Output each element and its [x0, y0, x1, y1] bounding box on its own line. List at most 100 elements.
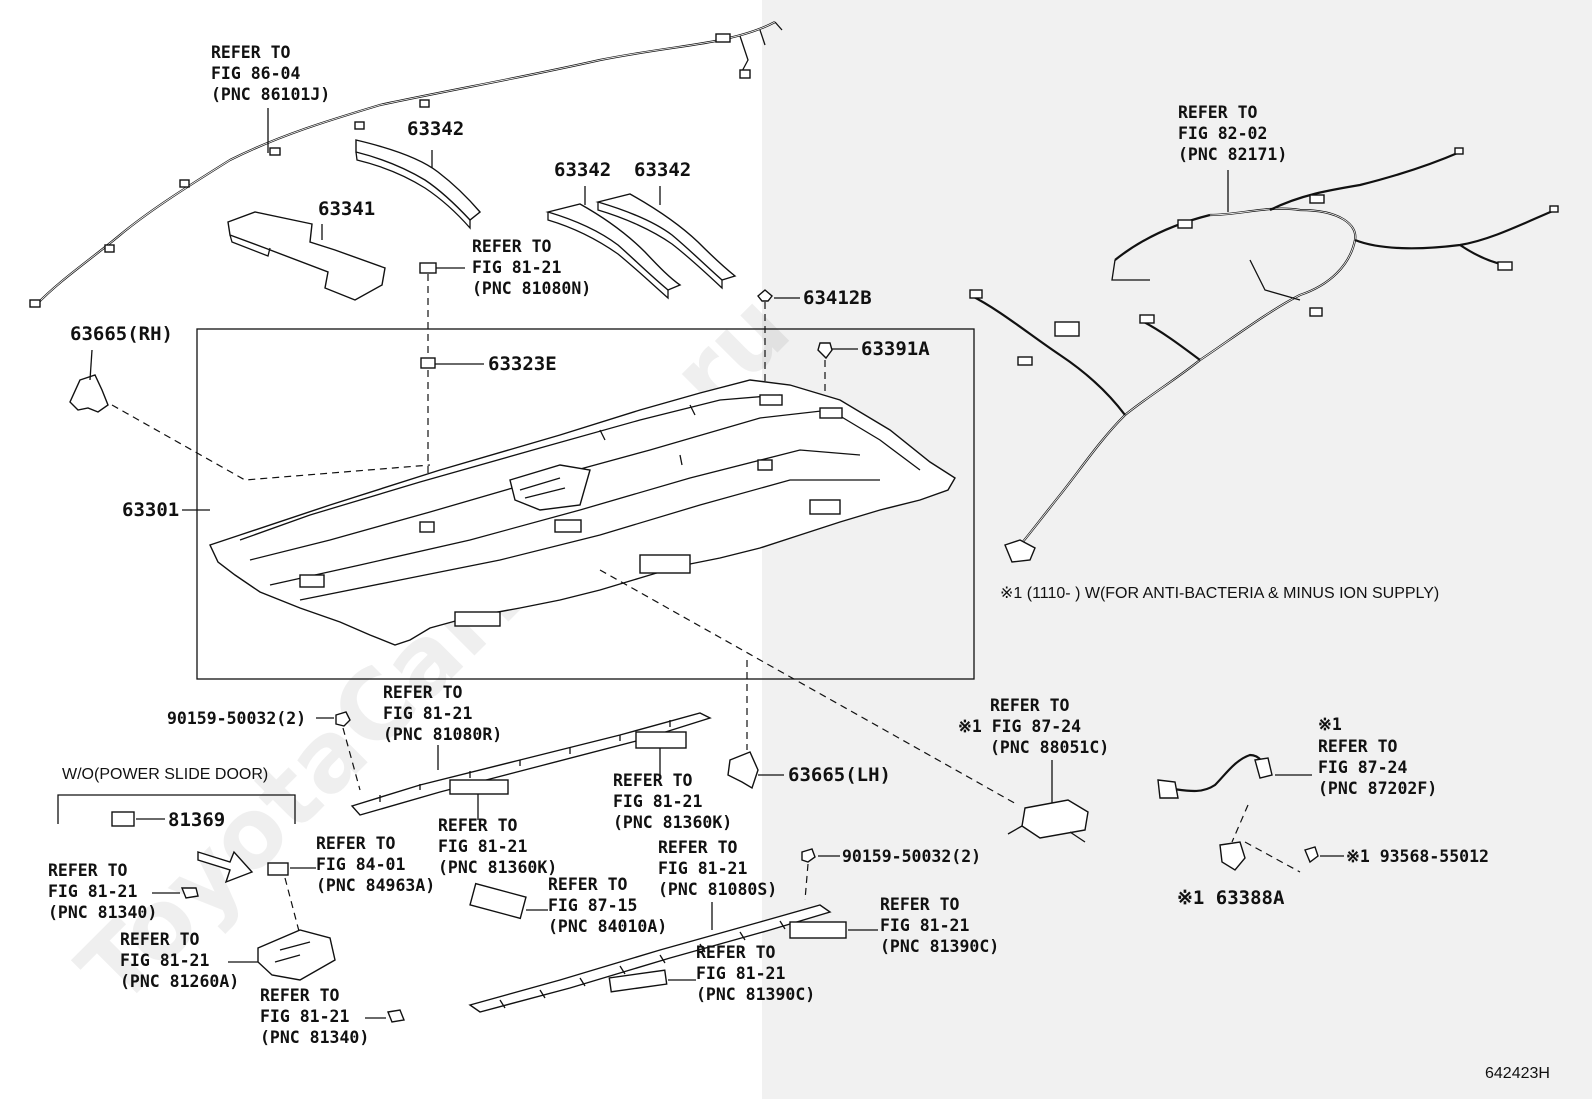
ref-81260a-label: REFER TO FIG 81-21 (PNC 81260A) [120, 930, 239, 991]
ref-87202f-label: ※1 REFER TO FIG 87-24 (PNC 87202F) [1318, 715, 1437, 798]
label-63665-lh: 63665(LH) [788, 764, 891, 786]
map-lamp-81260a [257, 929, 336, 981]
clip-84963a [267, 862, 289, 876]
svg-text:(PNC 87202F): (PNC 87202F) [1318, 779, 1437, 798]
svg-text:REFER TO: REFER TO [438, 816, 518, 835]
svg-text:REFER TO: REFER TO [1318, 737, 1398, 756]
clip-63323e [420, 357, 436, 369]
diagram-id: 642423H [1485, 1065, 1550, 1082]
clip-63412b [757, 289, 773, 302]
ref-81340-a-label: REFER TO FIG 81-21 (PNC 81340) [48, 861, 157, 922]
ref-82-02-label: REFER TO FIG 82-02 (PNC 82171) [1178, 103, 1287, 164]
lamp-81390c-a [789, 921, 847, 939]
svg-text:REFER TO: REFER TO [613, 771, 693, 790]
part-81369-icon [111, 811, 135, 827]
svg-text:63412B: 63412B [803, 287, 872, 309]
lamp-81360k-b [449, 779, 509, 795]
svg-text:(PNC 88051C): (PNC 88051C) [990, 738, 1109, 757]
clip-81340-b [387, 1009, 405, 1023]
svg-text:63342: 63342 [634, 159, 691, 181]
svg-text:(PNC 81340): (PNC 81340) [260, 1028, 369, 1047]
lamp-81360k-a [635, 731, 687, 749]
svg-text:FIG 81-21: FIG 81-21 [658, 859, 747, 878]
clip-81340-a [180, 887, 199, 899]
svg-text:(PNC 81260A): (PNC 81260A) [120, 972, 239, 991]
bracket-63665-lh [727, 751, 759, 790]
svg-text:FIG 81-21: FIG 81-21 [438, 837, 527, 856]
svg-text:63323E: 63323E [488, 353, 557, 375]
svg-text:REFER TO: REFER TO [1178, 103, 1258, 122]
svg-text:FIG 82-02: FIG 82-02 [1178, 124, 1267, 143]
svg-text:FIG 87-24: FIG 87-24 [1318, 758, 1407, 777]
shaded-background [762, 0, 1592, 1099]
pad-63342-a: 63342 [355, 118, 482, 230]
svg-text:※1 63388A: ※1 63388A [1177, 887, 1285, 909]
ref-86-04-label: REFER TO FIG 86-04 (PNC 86101J) [211, 43, 330, 104]
svg-text:REFER TO: REFER TO [383, 683, 463, 702]
svg-text:FIG 84-01: FIG 84-01 [316, 855, 405, 874]
svg-text:(PNC 81080N): (PNC 81080N) [472, 279, 591, 298]
ref-81390c-a-label: REFER TO FIG 81-21 (PNC 81390C) [880, 895, 999, 956]
svg-text:※1 93568-55012: ※1 93568-55012 [1346, 847, 1489, 866]
svg-text:(PNC 81080R): (PNC 81080R) [383, 725, 502, 744]
svg-text:REFER TO: REFER TO [880, 895, 960, 914]
headliner-63301 [209, 379, 956, 646]
svg-text:(PNC 84963A): (PNC 84963A) [316, 876, 435, 895]
svg-text:FIG 81-21: FIG 81-21 [383, 704, 472, 723]
svg-text:(PNC 84010A): (PNC 84010A) [548, 917, 667, 936]
screw-93568 [1304, 846, 1319, 864]
svg-text:(PNC 81390C): (PNC 81390C) [880, 937, 999, 956]
svg-text:FIG 86-04: FIG 86-04 [211, 64, 300, 83]
screw-90159-a [335, 711, 351, 727]
svg-text:※1: ※1 [1318, 715, 1342, 734]
ref-84963a-label: REFER TO FIG 84-01 (PNC 84963A) [316, 834, 435, 895]
svg-text:※1 FIG 87-24: ※1 FIG 87-24 [958, 717, 1081, 736]
svg-text:(PNC 81360K): (PNC 81360K) [438, 858, 557, 877]
svg-text:REFER TO: REFER TO [548, 875, 628, 894]
ref-81080n-label: REFER TO FIG 81-21 (PNC 81080N) [472, 237, 591, 298]
svg-text:REFER TO: REFER TO [260, 986, 340, 1005]
lamp-81390c-b [608, 969, 668, 993]
svg-text:(PNC 81340): (PNC 81340) [48, 903, 157, 922]
ref-81360k-b-label: REFER TO FIG 81-21 (PNC 81360K) [438, 816, 557, 877]
svg-text:(PNC 81080S): (PNC 81080S) [658, 880, 777, 899]
ref-81390c-b-label: REFER TO FIG 81-21 (PNC 81390C) [696, 943, 815, 1004]
svg-text:63391A: 63391A [861, 338, 930, 360]
wire-87202f [1157, 753, 1273, 799]
pad-63342-b: 63342 [545, 159, 682, 300]
bracket-63665-rh [69, 349, 109, 413]
roof-harness-left [29, 21, 783, 308]
headliner-assembly-box [196, 328, 975, 680]
svg-text:REFER TO: REFER TO [696, 943, 776, 962]
label-63665-rh: 63665(RH) [70, 323, 173, 345]
svg-text:REFER TO: REFER TO [316, 834, 396, 853]
ref-81080s-label: REFER TO FIG 81-21 (PNC 81080S) [658, 838, 777, 899]
svg-text:REFER TO: REFER TO [658, 838, 738, 857]
note-anti-bacteria: ※1 (1110- ) W(FOR ANTI-BACTERIA & MINUS … [1000, 585, 1439, 602]
svg-text:81369: 81369 [168, 809, 225, 831]
svg-text:63341: 63341 [318, 198, 375, 220]
svg-text:90159-50032(2): 90159-50032(2) [842, 847, 981, 866]
ref-84010a-label: REFER TO FIG 87-15 (PNC 84010A) [548, 875, 667, 936]
svg-text:(PNC 86101J): (PNC 86101J) [211, 85, 330, 104]
svg-text:63342: 63342 [554, 159, 611, 181]
clip-63388a [1219, 841, 1246, 871]
svg-text:63342: 63342 [407, 118, 464, 140]
ion-generator-88051c [1007, 799, 1089, 843]
clip-63391a [817, 342, 833, 360]
switch-84010a [469, 882, 527, 920]
note-wo-power-slide: W/O(POWER SLIDE DOOR) [62, 766, 268, 783]
svg-text:REFER TO: REFER TO [990, 696, 1070, 715]
ref-88051c-label: REFER TO ※1 FIG 87-24 (PNC 88051C) [958, 696, 1109, 757]
watermark: ToyotaCarMine.ru [57, 272, 811, 1026]
svg-text:FIG 81-21: FIG 81-21 [120, 951, 209, 970]
svg-text:(PNC 81360K): (PNC 81360K) [613, 813, 732, 832]
svg-text:FIG 81-21: FIG 81-21 [696, 964, 785, 983]
svg-text:FIG 81-21: FIG 81-21 [880, 916, 969, 935]
clip-81080n [419, 262, 437, 274]
svg-text:(PNC 82171): (PNC 82171) [1178, 145, 1287, 164]
svg-text:FIG 81-21: FIG 81-21 [48, 882, 137, 901]
trim-81080s [468, 904, 832, 1013]
trim-81080r [350, 712, 712, 816]
svg-text:FIG 81-21: FIG 81-21 [260, 1007, 349, 1026]
